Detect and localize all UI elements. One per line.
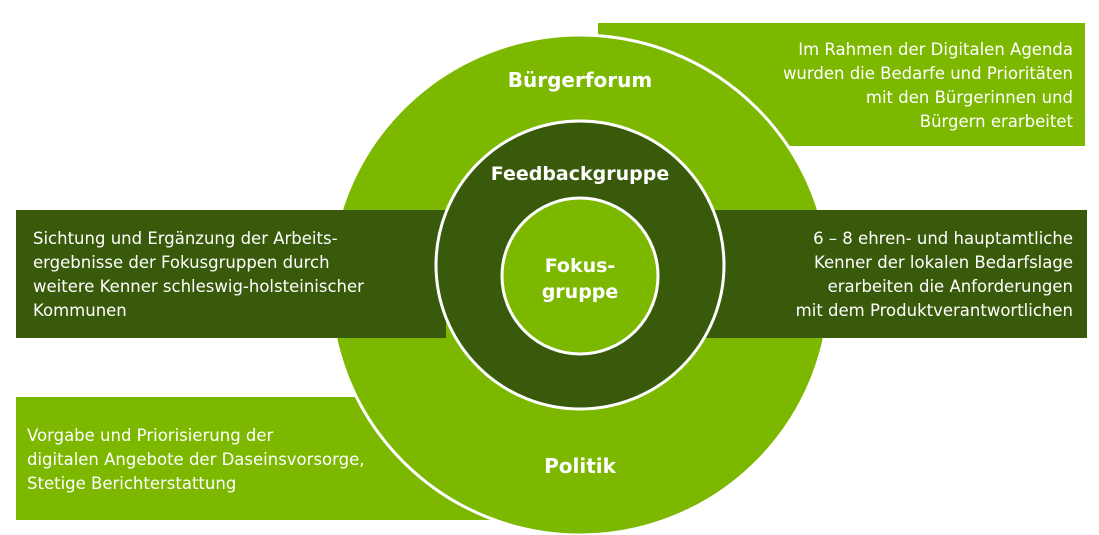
bottom-ring-label: Politik (544, 454, 616, 478)
inner-circle-label: Fokus- gruppe (541, 255, 619, 303)
feedbackgruppe-text: Sichtung und Ergänzung der Arbeits- erge… (33, 229, 364, 320)
inner-circle (500, 196, 660, 356)
fokusgruppe-text: 6 – 8 ehren- und hauptamtliche Kenner de… (795, 229, 1073, 320)
buergerforum-text: Im Rahmen der Digitalen Agenda wurden di… (782, 40, 1073, 131)
outer-ring-label: Bürgerforum (507, 68, 653, 92)
middle-ring-label: Feedbackgruppe (490, 163, 670, 185)
politik-text: Vorgabe und Priorisierung der digitalen … (27, 426, 365, 493)
feedbackgruppe-box (16, 210, 446, 338)
